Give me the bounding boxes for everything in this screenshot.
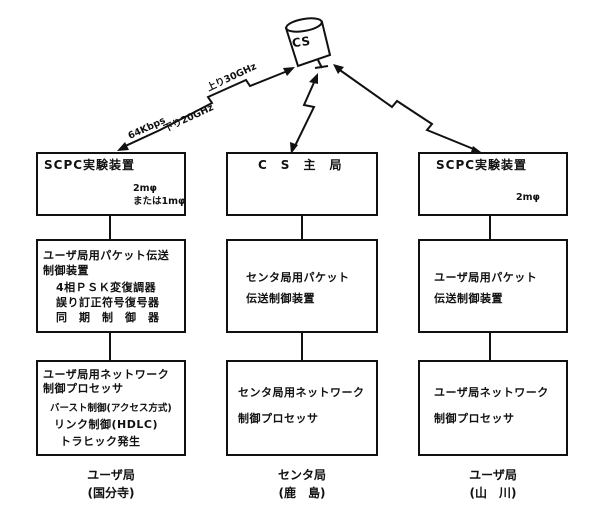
- station-equipment-box: SCPC実験装置 2mφ または1mφ: [36, 152, 186, 216]
- station-caption: センタ局: [277, 468, 326, 482]
- packet-line: センタ局用パケット: [246, 271, 350, 284]
- packet-line: ユーザ局用パケット伝送: [43, 249, 170, 262]
- link-left-lightning: [120, 69, 291, 149]
- station-location: (山 川): [469, 486, 517, 500]
- network-line: バースト制御(アクセス方式): [50, 403, 172, 414]
- network-line: トラヒック発生: [60, 435, 141, 448]
- link-right-arrow-sat: [333, 64, 344, 74]
- antenna-size-alt-label: または1mφ: [133, 196, 186, 207]
- link-right-lightning: [336, 67, 477, 151]
- packet-line: 4相ＰＳＫ変復調器: [56, 281, 157, 294]
- packet-line: 伝送制御装置: [246, 292, 315, 305]
- station-equipment-box: SCPC実験装置 2mφ: [418, 152, 568, 216]
- station-caption: ユーザ局: [469, 468, 517, 482]
- packet-line: ユーザ局用パケット: [434, 271, 538, 284]
- satellite-label: CS: [291, 33, 312, 51]
- network-line: ユーザ局ネットワーク: [434, 386, 549, 399]
- network-processor-box: ユーザ局ネットワーク 制御プロセッサ: [418, 360, 568, 456]
- station-location: (国分寺): [87, 486, 135, 500]
- link-left-arrow-station: [117, 142, 129, 151]
- satellite-icon: [284, 17, 332, 69]
- station-location: (鹿 島): [278, 486, 326, 500]
- link-center-lightning: [292, 77, 317, 151]
- connectors: [109, 215, 491, 360]
- station-header: C S 主 局: [258, 158, 343, 172]
- network-line: 制御プロセッサ: [43, 382, 124, 395]
- packet-line: 誤り訂正符号復号器: [56, 296, 160, 309]
- network-processor-box: センタ局用ネットワーク 制御プロセッサ: [226, 360, 378, 456]
- link-center-arrow-station: [290, 142, 298, 154]
- station-header: SCPC実験装置: [44, 158, 136, 172]
- station-header: SCPC実験装置: [436, 158, 528, 172]
- network-line: ユーザ局用ネットワーク: [43, 368, 170, 381]
- network-line: 制御プロセッサ: [238, 412, 319, 425]
- packet-control-box: ユーザ局用パケット 伝送制御装置: [418, 239, 568, 333]
- packet-control-box: ユーザ局用パケット伝送 制御装置 4相ＰＳＫ変復調器 誤り訂正符号復号器 同 期…: [36, 239, 186, 333]
- packet-control-box: センタ局用パケット 伝送制御装置: [226, 239, 378, 333]
- link-left-arrow-sat: [283, 67, 295, 76]
- link-center-arrow-sat: [309, 73, 318, 84]
- network-processor-box: ユーザ局用ネットワーク 制御プロセッサ バースト制御(アクセス方式) リンク制御…: [36, 360, 186, 456]
- packet-line: 伝送制御装置: [434, 292, 503, 305]
- network-line: リンク制御(HDLC): [54, 418, 158, 431]
- antenna-size-label: 2mφ: [133, 183, 157, 194]
- station-caption: ユーザ局: [87, 468, 135, 482]
- antenna-size-label: 2mφ: [516, 192, 540, 203]
- packet-line: 同 期 制 御 器: [56, 311, 160, 324]
- network-line: センタ局用ネットワーク: [238, 386, 365, 399]
- network-line: 制御プロセッサ: [434, 412, 515, 425]
- station-equipment-box: C S 主 局: [226, 152, 378, 216]
- packet-line: 制御装置: [43, 264, 89, 277]
